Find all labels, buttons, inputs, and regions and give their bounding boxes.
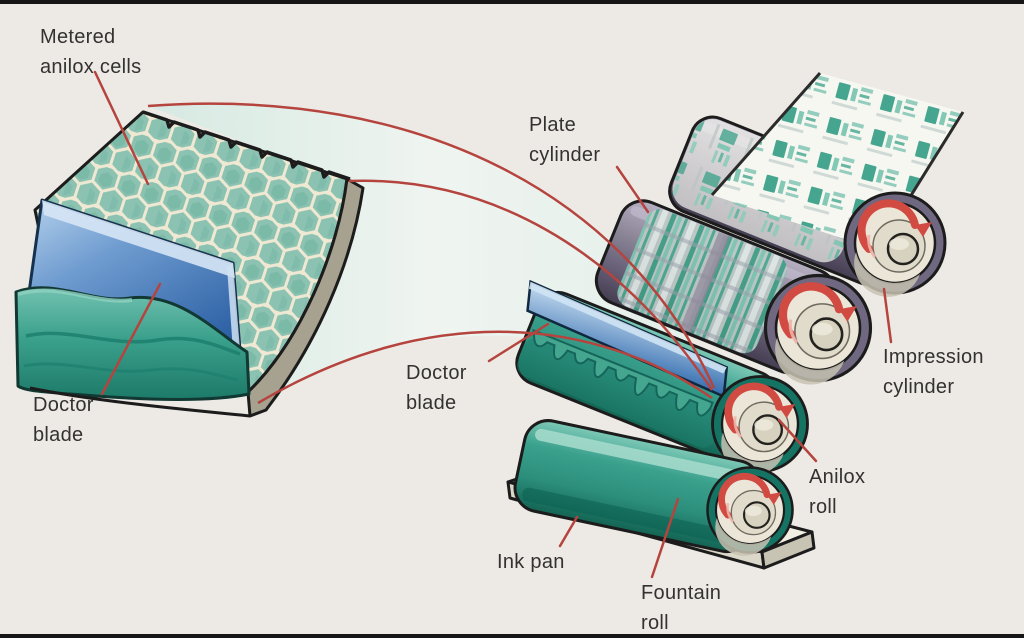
label-fountain-roll: Fountain roll (641, 582, 722, 634)
wedge-jagged-top-edge (142, 110, 351, 181)
label-leader-lines (93, 70, 893, 579)
label-plate-cylinder: Plate cylinder (529, 114, 601, 166)
label-metered-anilox-cells: Metered anilox cells (40, 26, 142, 78)
ink-drips (532, 328, 714, 417)
label-doctor-blade-press: Doctor blade (406, 362, 467, 414)
ink-film-detail (14, 286, 251, 401)
label-doctor-blade-detail: Doctor blade (33, 394, 94, 446)
wedge-bottom-edge (29, 386, 251, 418)
frame-border-top (0, 0, 1024, 4)
label-impression-cylinder: Impression cylinder (883, 346, 984, 398)
frame-border-bottom (0, 634, 1024, 638)
magnifier-connector-curves (147, 102, 716, 405)
anilox-detail-wedge (14, 110, 365, 418)
label-anilox-roll: Anilox roll (809, 466, 866, 518)
label-ink-pan: Ink pan (497, 551, 565, 573)
wedge-side-face (246, 177, 365, 418)
